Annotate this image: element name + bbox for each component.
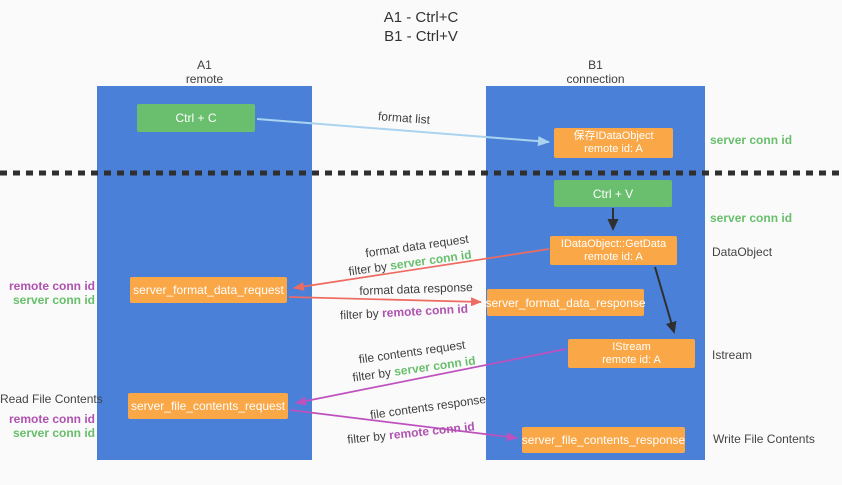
- lane-a1-title: A1: [197, 58, 212, 72]
- node-save-idataobject-line2: remote id: A: [584, 143, 643, 155]
- node-server-file-contents-request: server_file_contents_request: [128, 393, 288, 419]
- lane-b1-title: B1: [588, 58, 603, 72]
- label-write-file-contents: Write File Contents: [713, 432, 815, 446]
- label-format-data-response: format data response: [359, 280, 473, 298]
- lane-header-a1: A1 remote: [97, 58, 312, 86]
- node-ctrl-c-label: Ctrl + C: [175, 111, 217, 125]
- title-line-2: B1 - Ctrl+V: [384, 28, 458, 45]
- title-line-1: A1 - Ctrl+C: [383, 9, 459, 26]
- label-server-conn-id-format: server conn id: [12, 293, 95, 307]
- node-format-response-label: server_format_data_response: [485, 295, 646, 310]
- filter-by-text: filter by: [339, 306, 380, 323]
- node-istream: IStream remote id: A: [568, 339, 695, 368]
- node-getdata-line2: remote id: A: [584, 250, 643, 263]
- label-server-conn-id-top-right: server conn id: [710, 133, 793, 147]
- label-remote-conn-id-file: remote conn id: [8, 412, 95, 426]
- node-file-request-label: server_file_contents_request: [130, 399, 286, 413]
- filter-by-text: filter by: [347, 259, 388, 279]
- filter-by-text: filter by: [346, 428, 387, 447]
- filter-by-text: filter by: [351, 365, 392, 385]
- label-dataobject: DataObject: [712, 245, 773, 259]
- label-read-file-contents: Read File Contents: [0, 392, 103, 406]
- node-ctrl-c: Ctrl + C: [137, 104, 255, 132]
- label-filter-file-response: filter by remote conn id: [347, 419, 476, 446]
- label-remote-conn-id-format: remote conn id: [8, 279, 95, 293]
- node-save-idataobject-line1: 保存IDataObject: [573, 130, 654, 142]
- label-file-contents-response: file contents response: [369, 391, 487, 423]
- node-file-response-label: server_file_contents_response: [521, 433, 686, 447]
- node-idataobject-getdata: IDataObject::GetData remote id: A: [550, 236, 677, 265]
- label-server-conn-id-mid-right: server conn id: [710, 211, 793, 225]
- label-istream-side: Istream: [712, 348, 753, 362]
- lane-header-b1: B1 connection: [486, 58, 705, 86]
- label-format-list: format list: [377, 109, 431, 127]
- node-ctrl-v: Ctrl + V: [554, 180, 672, 207]
- label-filter-format-response: filter by remote conn id: [340, 302, 469, 323]
- node-istream-line1: IStream: [612, 340, 651, 353]
- node-ctrl-v-label: Ctrl + V: [592, 186, 634, 201]
- label-server-conn-id-file: server conn id: [12, 426, 95, 440]
- node-server-format-data-response: server_format_data_response: [485, 289, 646, 316]
- node-server-format-data-request: server_format_data_request: [130, 277, 287, 303]
- node-istream-line2: remote id: A: [602, 353, 661, 366]
- filter-key-remote-conn-id: remote conn id: [381, 301, 469, 321]
- node-format-request-label: server_format_data_request: [133, 283, 284, 297]
- lane-b1-subtitle: connection: [566, 72, 625, 86]
- arrow-format-data-response: [288, 296, 482, 307]
- node-save-idataobject: 保存IDataObject remote id: A: [554, 128, 673, 158]
- diagram-title: A1 - Ctrl+C B1 - Ctrl+V: [0, 8, 842, 46]
- node-server-file-contents-response: server_file_contents_response: [522, 427, 685, 453]
- filter-key-remote-conn-id: remote conn id: [388, 419, 476, 443]
- lane-a1-subtitle: remote: [185, 72, 224, 86]
- node-getdata-line1: IDataObject::GetData: [560, 237, 667, 250]
